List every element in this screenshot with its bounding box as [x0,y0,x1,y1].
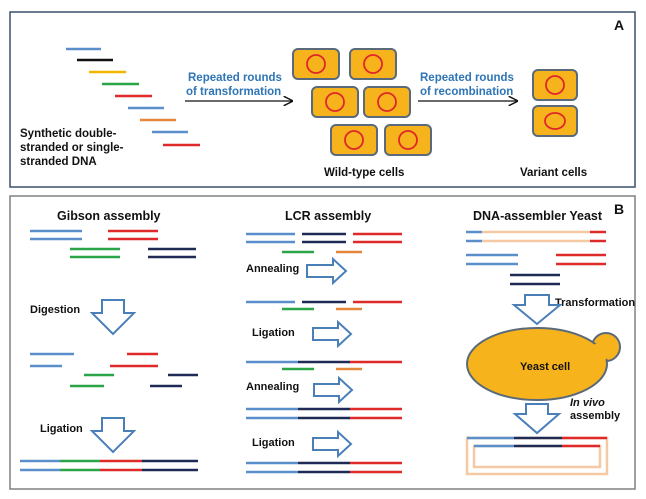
block-down-arrow [511,294,563,326]
wildtype-cells [292,48,432,156]
yeast-step-invivo: In vivo [570,397,605,409]
lcr-step-ligation-1: Ligation [252,327,295,339]
lcr-step-annealing-1: Annealing [246,263,299,275]
cell [292,48,340,80]
lcr-annealed-1 [246,300,402,311]
cell [532,105,578,137]
gibson-step-digestion: Digestion [30,304,80,316]
dna-label-line2: stranded or single- [20,142,124,154]
cell [330,124,378,156]
block-right-arrow [312,319,353,349]
yeast-fragments [466,230,606,286]
cell [363,86,411,118]
lcr-assembled-product [246,461,402,474]
lcr-title: LCR assembly [285,209,371,223]
wildtype-label: Wild-type cells [324,167,404,179]
arrow1-label-line2: of transformation [186,86,281,98]
lcr-step-ligation-2: Ligation [252,437,295,449]
block-right-arrow [313,375,354,405]
lcr-ligated-1 [246,360,402,371]
dna-label-line3: stranded DNA [20,156,97,168]
block-down-arrow [89,417,137,454]
panel-b-label: B [614,201,624,217]
cell [384,124,432,156]
gibson-title: Gibson assembly [57,209,161,223]
panel-a-label: A [614,17,624,33]
gibson-digested-fragments [30,352,198,388]
dna-label-line1: Synthetic double- [20,128,117,140]
block-down-arrow [512,403,562,435]
arrow1-label-line1: Repeated rounds [188,72,282,84]
yeast-assembled-plasmid [465,436,609,476]
arrow2-label-line2: of recombination [420,86,513,98]
arrow2-label-line1: Repeated rounds [420,72,514,84]
yeast-cell-label: Yeast cell [520,361,570,373]
lcr-fragments [246,232,402,254]
cell [349,48,397,80]
gibson-assembled-product [20,459,198,472]
synthetic-dna-strands [66,47,200,147]
yeast-title: DNA-assembler Yeast [473,209,603,223]
gibson-step-ligation: Ligation [40,423,83,435]
lcr-annealed-2 [246,407,402,420]
block-right-arrow [312,429,353,459]
yeast-cell [466,327,621,401]
variant-cells [532,69,578,137]
cell [311,86,359,118]
cell [532,69,578,101]
lcr-step-annealing-2: Annealing [246,381,299,393]
yeast-step-transformation: Transformation [555,297,635,309]
block-down-arrow [89,299,137,336]
gibson-fragments [30,229,196,259]
variant-label: Variant cells [520,167,587,179]
block-right-arrow [306,256,348,286]
yeast-step-assembly: assembly [570,410,621,422]
